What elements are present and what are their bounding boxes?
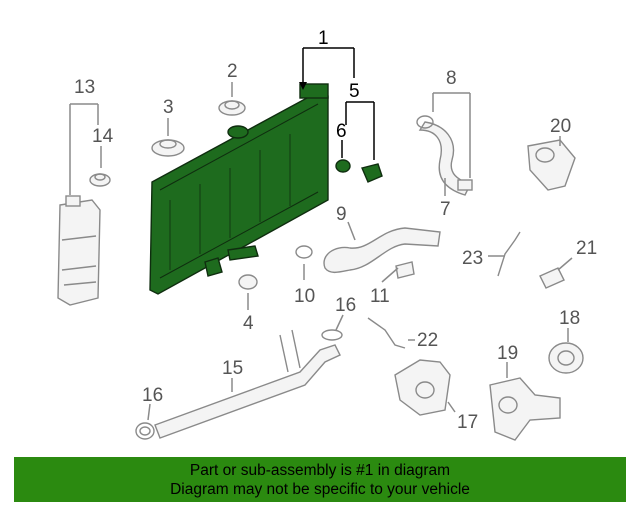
mount-bushing[interactable] xyxy=(238,274,258,290)
callout-19: 19 xyxy=(497,343,518,364)
callout-14: 14 xyxy=(92,126,114,147)
leader-9 xyxy=(347,221,356,241)
thermostat-housing[interactable] xyxy=(394,359,451,416)
callout-4: 4 xyxy=(243,313,254,334)
callout-17: 17 xyxy=(457,412,478,433)
thermostat[interactable] xyxy=(548,342,584,374)
heater-hose[interactable] xyxy=(367,317,406,349)
leader-21 xyxy=(557,257,573,271)
callout-21: 21 xyxy=(576,238,597,259)
callout-13: 13 xyxy=(74,77,95,98)
callout-2: 2 xyxy=(227,61,238,82)
callout-15: 15 xyxy=(222,358,243,379)
radiator-cap[interactable] xyxy=(218,100,246,116)
water-outlet[interactable] xyxy=(527,139,576,191)
drain-plug[interactable] xyxy=(335,159,351,173)
radiator-assembly[interactable] xyxy=(149,83,329,295)
reservoir-cap[interactable] xyxy=(89,173,111,187)
hose-clamp-upper[interactable] xyxy=(416,115,473,191)
callout-5: 5 xyxy=(349,81,360,102)
leader-8 xyxy=(432,92,471,178)
banner-line-2: Diagram may not be specific to your vehi… xyxy=(170,481,470,498)
upper-hose[interactable] xyxy=(418,121,471,196)
temperature-sensor[interactable] xyxy=(539,267,565,289)
hose-clamp-lower[interactable] xyxy=(295,245,313,259)
water-pipe[interactable] xyxy=(154,329,341,439)
gasket-outlet[interactable] xyxy=(321,329,343,341)
leader-1 xyxy=(302,47,355,86)
pressure-cap[interactable] xyxy=(151,139,185,157)
leader-1-arrow xyxy=(299,82,307,90)
water-inlet[interactable] xyxy=(489,377,561,441)
callout-11: 11 xyxy=(370,286,390,307)
parts-diagram: 1 2 3 4 5 6 7 8 9 10 11 22 13 14 15 16 1… xyxy=(57,28,597,441)
lower-hose[interactable] xyxy=(323,227,441,274)
callout-16-upper: 16 xyxy=(335,295,356,316)
leader-13 xyxy=(69,103,99,195)
hose-clamp-radiator[interactable] xyxy=(395,261,415,279)
callout-18: 18 xyxy=(559,308,580,329)
callout-9: 9 xyxy=(336,204,347,225)
callout-8: 8 xyxy=(446,68,457,89)
reservoir-tank[interactable] xyxy=(57,195,101,306)
info-banner: Part or sub-assembly is #1 in diagram Di… xyxy=(14,457,626,502)
leader-17 xyxy=(447,401,456,413)
callout-7: 7 xyxy=(440,199,451,220)
leader-11 xyxy=(381,267,399,283)
leader-5 xyxy=(345,101,375,160)
callout-20: 20 xyxy=(550,116,571,137)
callout-3: 3 xyxy=(163,97,174,118)
banner-line-1: Part or sub-assembly is #1 in diagram xyxy=(189,462,451,479)
callout-1: 1 xyxy=(318,28,329,49)
callout-16-lower: 16 xyxy=(142,385,163,406)
callout-6: 6 xyxy=(336,121,347,142)
gasket-pipe[interactable] xyxy=(135,422,155,440)
drain-cock[interactable] xyxy=(361,163,383,183)
leader-16-upper xyxy=(335,314,344,331)
callout-12: 22 xyxy=(417,330,438,351)
leader-16-lower xyxy=(147,403,151,421)
bypass-hose[interactable] xyxy=(497,231,521,277)
callout-23: 23 xyxy=(462,248,483,269)
callout-10: 10 xyxy=(294,286,315,307)
